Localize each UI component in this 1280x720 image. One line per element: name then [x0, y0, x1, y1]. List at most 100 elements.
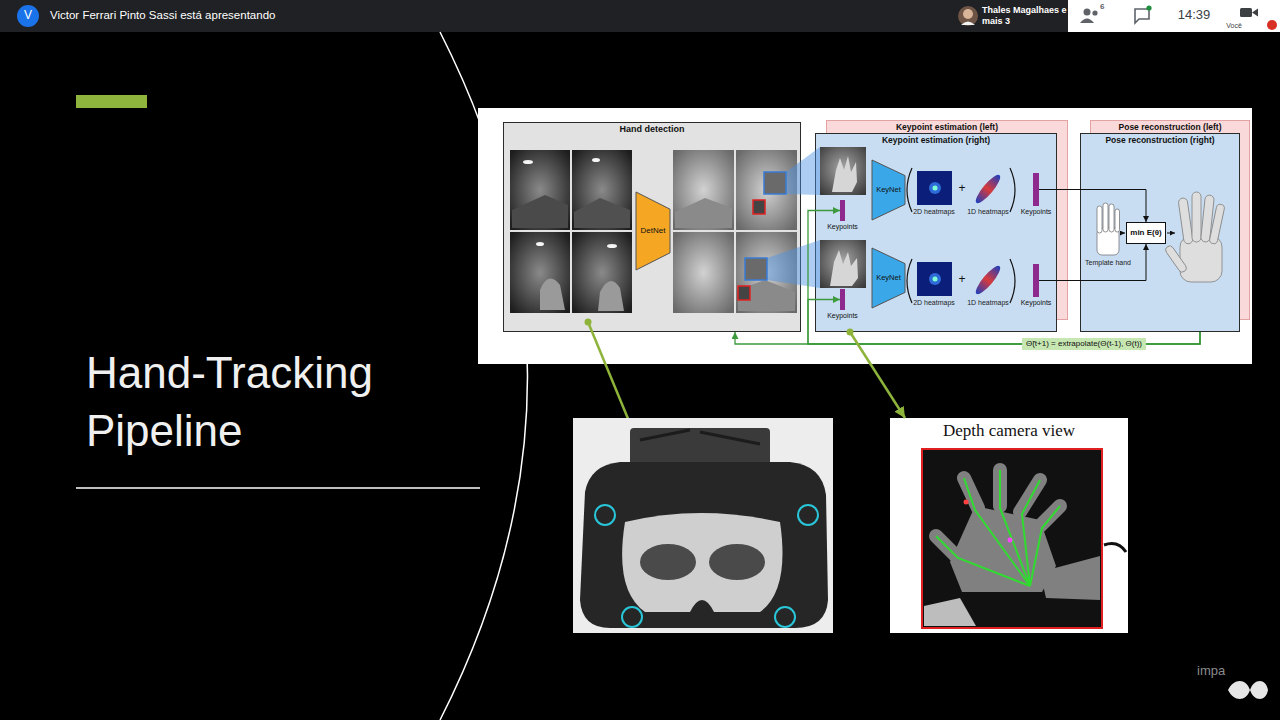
- hand-shape: [598, 281, 624, 311]
- hand-skeleton: [936, 470, 1060, 586]
- hand-finger: [1201, 195, 1215, 243]
- node-label: KeyNet: [876, 186, 901, 195]
- headset-body: [580, 462, 828, 628]
- hand-finger: [1192, 192, 1201, 242]
- hand-crop-box: [745, 258, 767, 280]
- block-shape: [872, 248, 905, 308]
- bracket: [907, 259, 912, 303]
- network-block: KeyNet: [872, 160, 905, 220]
- skeleton-chain: [964, 478, 1030, 586]
- avatar-initial-box: V: [24, 9, 32, 23]
- nose-gap: [690, 600, 714, 612]
- avatar-photo: [958, 6, 978, 26]
- bar-caption: Keypoints: [827, 223, 858, 231]
- panel: DetNetHand detection: [503, 122, 801, 332]
- room-floor: [738, 280, 795, 311]
- camera-marker: [622, 607, 642, 627]
- energy-box: min E(θ): [1126, 222, 1166, 244]
- leader-dot: [847, 329, 854, 336]
- plus-sign-box: +: [958, 273, 965, 287]
- mic-indicator: [1267, 20, 1277, 30]
- heatmap-peak: [929, 182, 941, 194]
- depth-wrist: [1040, 556, 1100, 600]
- camera-image: [736, 232, 797, 313]
- head-strap: [640, 430, 760, 444]
- chat-icon: [1135, 9, 1149, 23]
- edge-label-box: Θ̃(t+1) = extrapolate(Θ(t-1), Θ(t)): [1022, 338, 1146, 349]
- bar-caption: Keypoints: [827, 312, 858, 320]
- camera-image: [510, 232, 570, 313]
- depth-finger: [1040, 506, 1060, 526]
- connector: [735, 332, 1200, 344]
- watermark: impa: [1197, 664, 1225, 679]
- people-icon: [1080, 19, 1094, 24]
- watermark-logo: [1228, 681, 1268, 699]
- posed-hand: [1164, 192, 1225, 282]
- self-label-box: Você: [1226, 22, 1242, 30]
- depth-finger: [1020, 480, 1040, 512]
- skeleton-chain: [1030, 506, 1060, 586]
- camera-icon: [1252, 9, 1258, 17]
- heatmap-label: 1D heatmaps: [967, 208, 1009, 216]
- ceiling-light: [607, 244, 617, 248]
- avatar-circle: [17, 5, 39, 27]
- network-block: KeyNet: [872, 248, 905, 308]
- connector: [1039, 190, 1146, 223]
- keypoint-dot: [964, 500, 969, 505]
- leader-line: [588, 322, 636, 438]
- keypoint-bar: Keypoints: [1033, 173, 1039, 206]
- hand-crop: [820, 240, 866, 288]
- depth-object: [924, 598, 976, 626]
- skeleton-chain: [936, 536, 1030, 586]
- avatar-initial: V: [24, 9, 32, 23]
- node-label: Keypoints: [1021, 299, 1052, 307]
- avatar-face: [963, 9, 973, 19]
- template-hand: [1097, 203, 1120, 255]
- toolbar-panel: [1068, 0, 1280, 32]
- depth-fingers: [936, 470, 1060, 556]
- connector: [1039, 244, 1146, 281]
- keypoint-dot: [1008, 538, 1013, 543]
- keypoint-bar: Keypoints: [840, 289, 845, 310]
- participant-names: Thales Magalhaes e mais 3: [982, 5, 1070, 27]
- node-label: Keypoints: [1021, 208, 1052, 216]
- people-icon: [1092, 10, 1097, 15]
- bracket: [1010, 168, 1015, 212]
- heatmap-1d: [973, 263, 1004, 297]
- camera-marker: [595, 505, 615, 525]
- heatmap-label: 2D heatmaps: [913, 299, 955, 307]
- room-floor: [512, 195, 568, 228]
- connector: [808, 300, 1200, 345]
- camera-image: [673, 150, 734, 230]
- lens: [709, 544, 765, 580]
- skeleton-chain: [1022, 480, 1040, 586]
- figure-ground: [478, 108, 1252, 364]
- heatmap-peak: [933, 277, 938, 282]
- skeleton-chain: [1000, 470, 1030, 586]
- image-panel: Depth camera view: [890, 418, 1128, 633]
- heatmap-peak: [933, 186, 938, 191]
- keypoint-bar: Keypoints: [840, 200, 845, 221]
- heatmap-label-box: 2D heatmaps: [913, 208, 955, 216]
- node-label: Hand detection: [619, 124, 684, 134]
- heatmap-label-box: 1D heatmaps: [967, 299, 1009, 307]
- camera-image: [510, 150, 570, 230]
- node-label: Keypoint estimation (right): [882, 136, 990, 146]
- cable: [1104, 544, 1126, 552]
- node-label: Pose reconstruction (right): [1105, 136, 1214, 146]
- camera-marker: [798, 505, 818, 525]
- plus-sign-box: +: [958, 182, 965, 196]
- block-shape: [872, 160, 905, 220]
- hand-finger: [1209, 204, 1225, 245]
- node-label: Depth camera view: [943, 421, 1075, 441]
- depth-image: [922, 449, 1102, 628]
- avatar-shirt: [961, 22, 975, 26]
- depth-finger: [964, 478, 978, 508]
- keypoint-bar: Keypoints: [1033, 264, 1039, 297]
- crop-projection: [786, 147, 820, 195]
- hand-detect-box: [753, 200, 765, 214]
- presenter-notice: Victor Ferrari Pinto Sassi está apresent…: [50, 9, 275, 22]
- hand-shape: [832, 156, 857, 192]
- hand-finger: [1109, 204, 1114, 232]
- node-label: Keypoints: [827, 223, 858, 231]
